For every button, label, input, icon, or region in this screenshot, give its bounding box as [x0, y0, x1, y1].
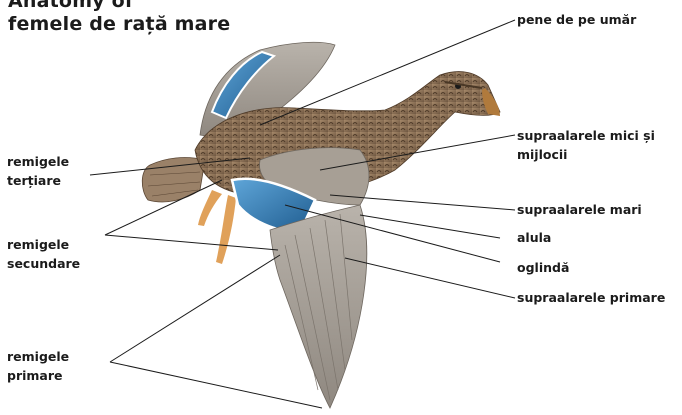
label-secondaries-line-1: remigele [7, 235, 80, 254]
label-tertials-line-2: terțiare [7, 171, 69, 190]
page-title: Anatomy of femele de rață mare [8, 0, 328, 38]
leader-primary-coverts [345, 258, 515, 298]
title-line-2: femele de rață mare [8, 12, 230, 36]
label-small-middle-coverts: supraalarele mici și mijlocii [517, 126, 655, 164]
label-small-middle-coverts-line-2: mijlocii [517, 145, 655, 164]
label-shoulder-feathers: pene de pe umăr [517, 10, 636, 29]
label-alula: alula [517, 228, 551, 247]
label-tertials: remigele terțiare [7, 152, 69, 190]
label-speculum: oglindă [517, 258, 569, 277]
label-primaries: remigele primare [7, 347, 69, 385]
label-primaries-line-2: primare [7, 366, 69, 385]
label-greater-coverts: supraalarele mari [517, 200, 642, 219]
label-primaries-line-1: remigele [7, 347, 69, 366]
leader-alula [360, 215, 500, 238]
leader-secondaries-b [105, 235, 278, 250]
label-secondaries-line-2: secundare [7, 254, 80, 273]
legs [198, 190, 222, 226]
leader-primaries-a [110, 255, 280, 362]
label-tertials-line-1: remigele [7, 152, 69, 171]
label-secondaries: remigele secundare [7, 235, 80, 273]
leader-primaries-b [110, 362, 322, 408]
near-wing-primaries [270, 205, 367, 408]
label-small-middle-coverts-line-1: supraalarele mici și [517, 126, 655, 145]
label-primary-coverts: supraalarele primare [517, 288, 665, 307]
